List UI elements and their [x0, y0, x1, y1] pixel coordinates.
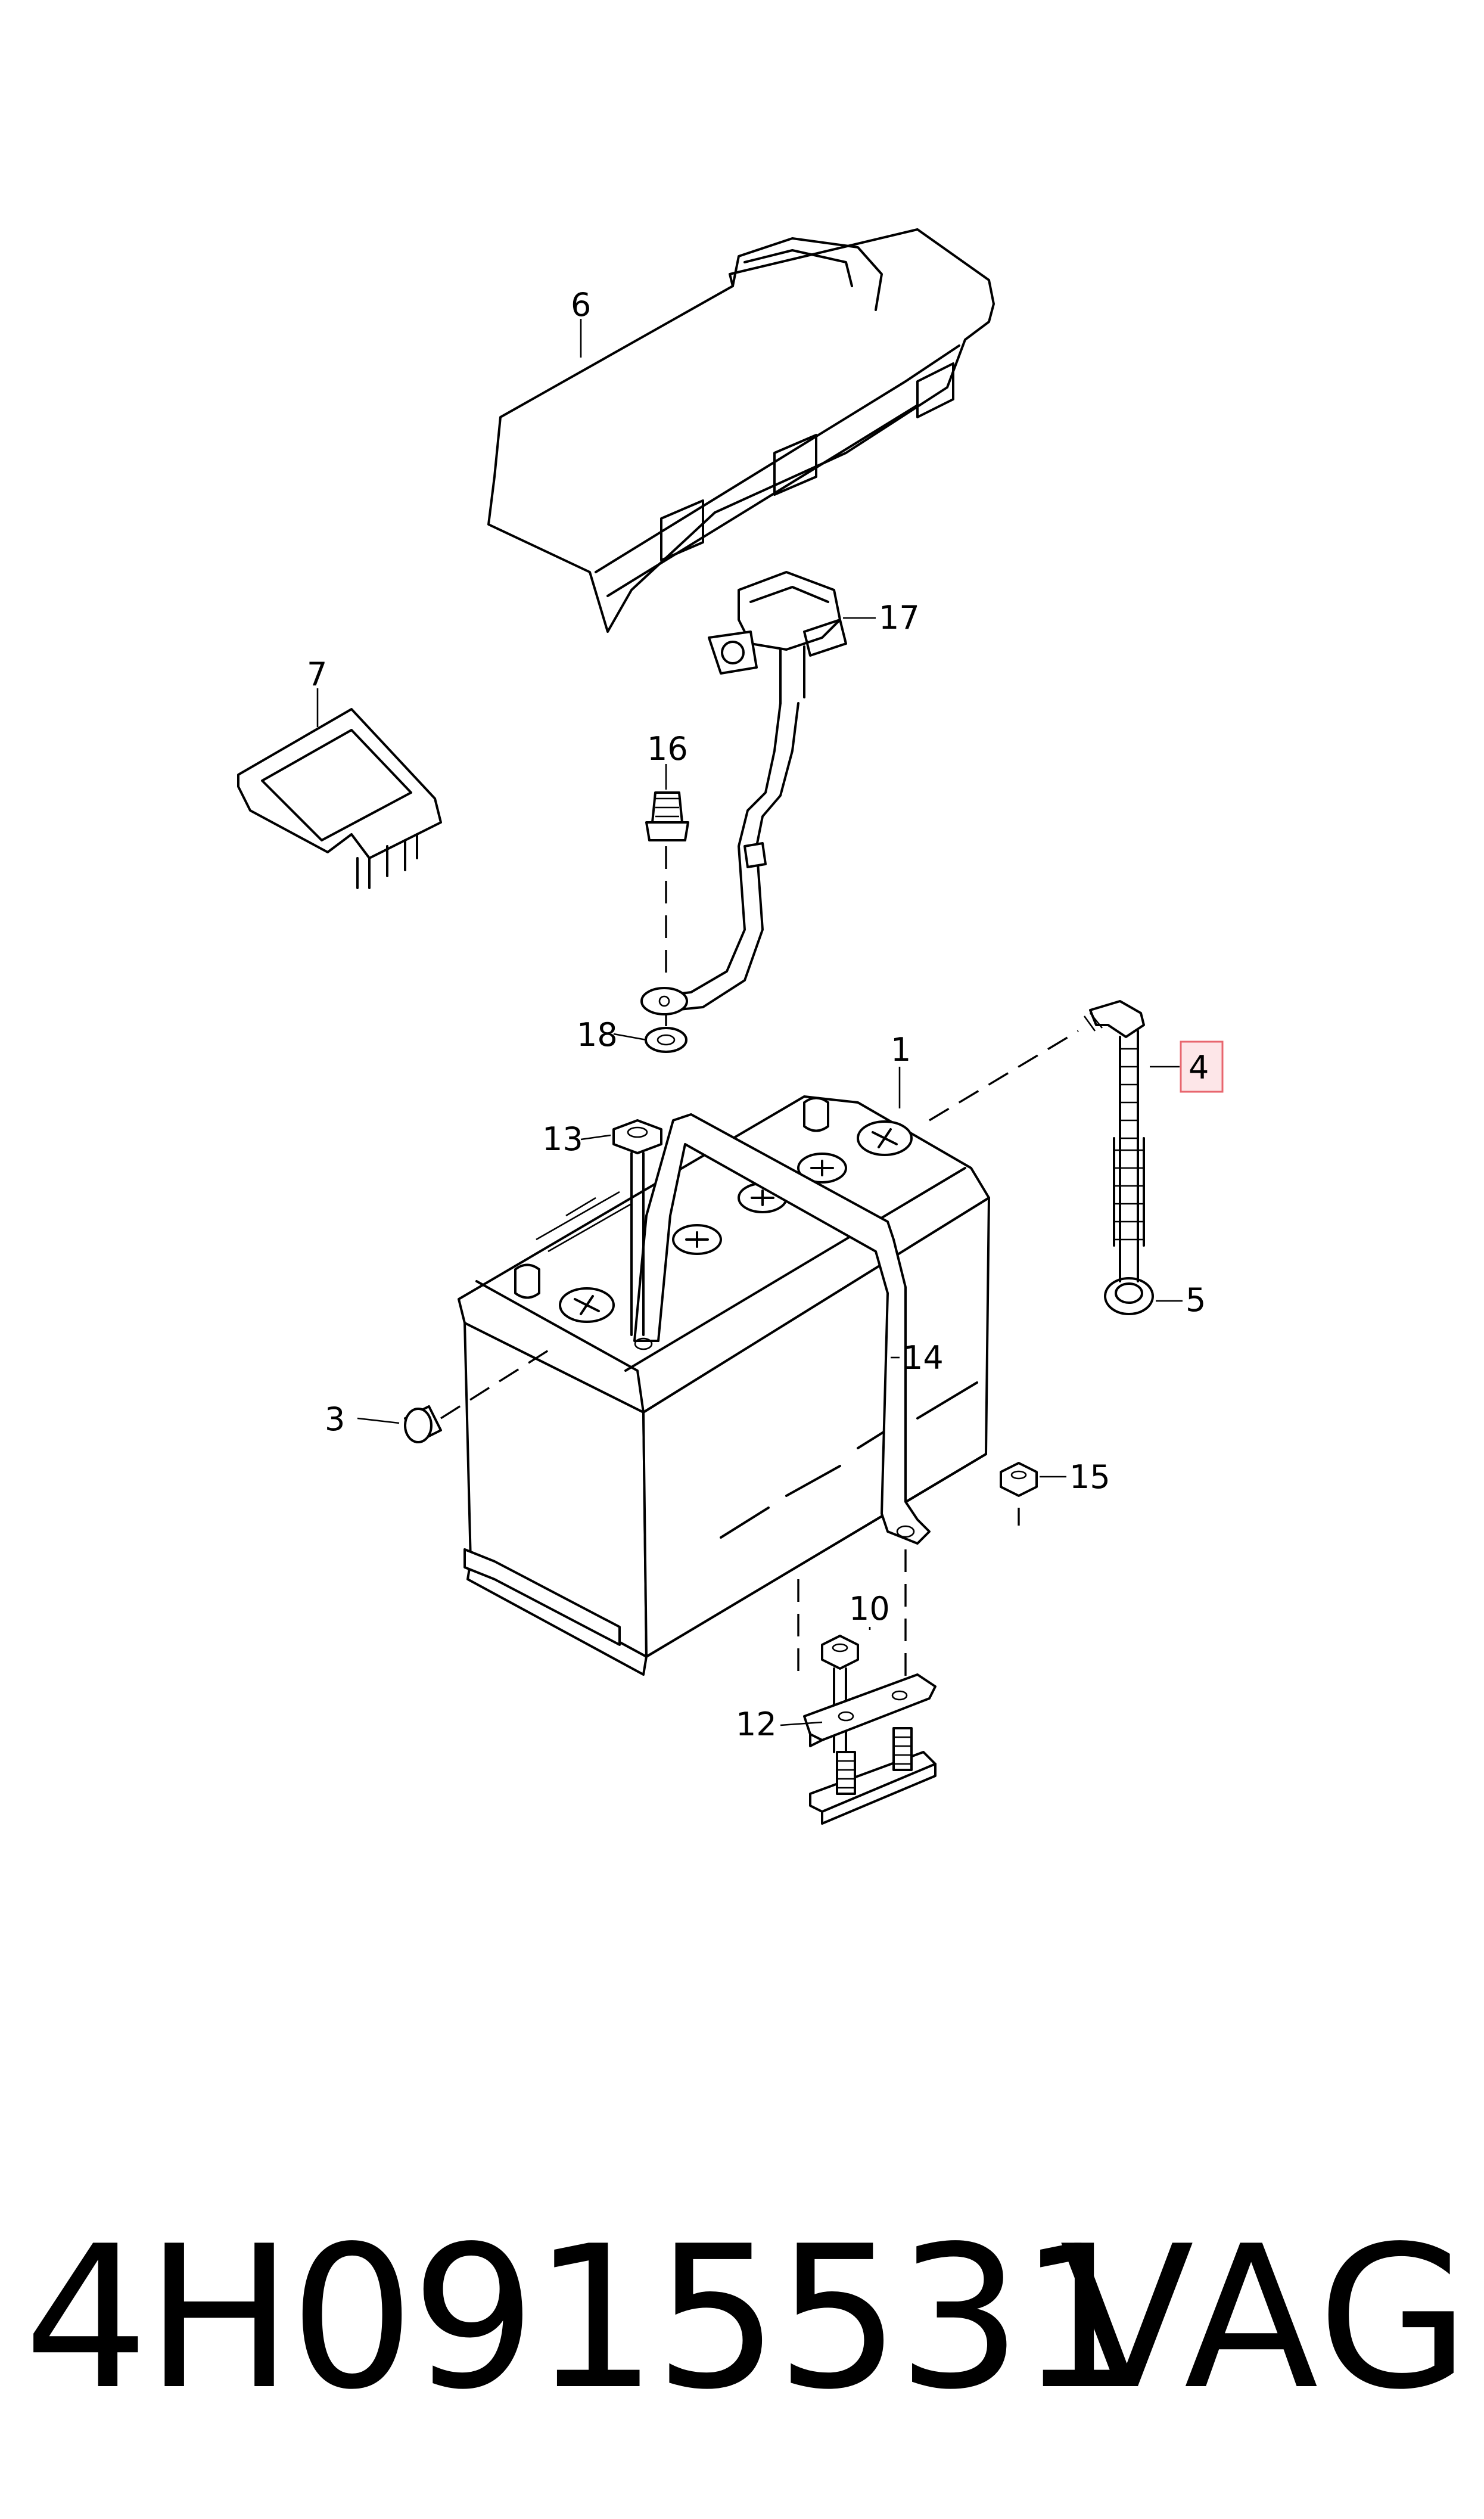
- footer: 4H0915531 VAG: [0, 2205, 1484, 2431]
- callout-labels: 6 7 17 16 18 1 4 13 5 14 3 15 10 12: [307, 286, 1209, 1743]
- part-number: 4H0915531: [24, 2204, 1144, 2433]
- ground-cable-part-17: [640, 702, 799, 1015]
- callout-highlight-box: [1180, 1040, 1224, 1093]
- callout-12: 12: [736, 1706, 777, 1743]
- vent-plug-part-3: [404, 1346, 555, 1443]
- callout-15: 15: [1069, 1458, 1110, 1496]
- callout-7: 7: [307, 656, 327, 693]
- callout-16: 16: [647, 730, 688, 768]
- washer-part-18: [645, 1013, 687, 1053]
- battery-cover-part-6: [487, 228, 995, 633]
- callout-17: 17: [879, 599, 920, 636]
- exploded-parts-diagram: 6 7 17 16 18 1 4 13 5 14 3 15 10 12: [237, 228, 1224, 1825]
- callout-13: 13: [542, 1120, 583, 1158]
- small-cover-part-7: [237, 708, 442, 889]
- brand-name: VAG: [1059, 2204, 1472, 2433]
- battery-part-1: [458, 1095, 990, 1676]
- terminal-clamp-part-17: [708, 571, 847, 704]
- callout-1: 1: [891, 1031, 911, 1069]
- stud-part-16: [645, 791, 689, 983]
- grommet-part-5: [1104, 1250, 1154, 1315]
- bolt-part-13: [612, 1119, 662, 1336]
- callout-4: 4: [1189, 1049, 1209, 1086]
- clamp-bracket-part-12: [797, 1579, 937, 1747]
- callout-18: 18: [577, 1016, 618, 1054]
- callout-6: 6: [571, 286, 591, 324]
- positive-cable-part-4: [929, 1000, 1145, 1253]
- hold-down-strap-part-14: [633, 1113, 931, 1704]
- nut-part-15: [1000, 1462, 1038, 1526]
- callout-10: 10: [849, 1590, 890, 1627]
- base-plate: [809, 1727, 937, 1825]
- callout-3: 3: [325, 1400, 345, 1438]
- leader-lines: [316, 319, 1183, 1726]
- callout-5: 5: [1186, 1281, 1206, 1319]
- callout-14: 14: [903, 1339, 944, 1377]
